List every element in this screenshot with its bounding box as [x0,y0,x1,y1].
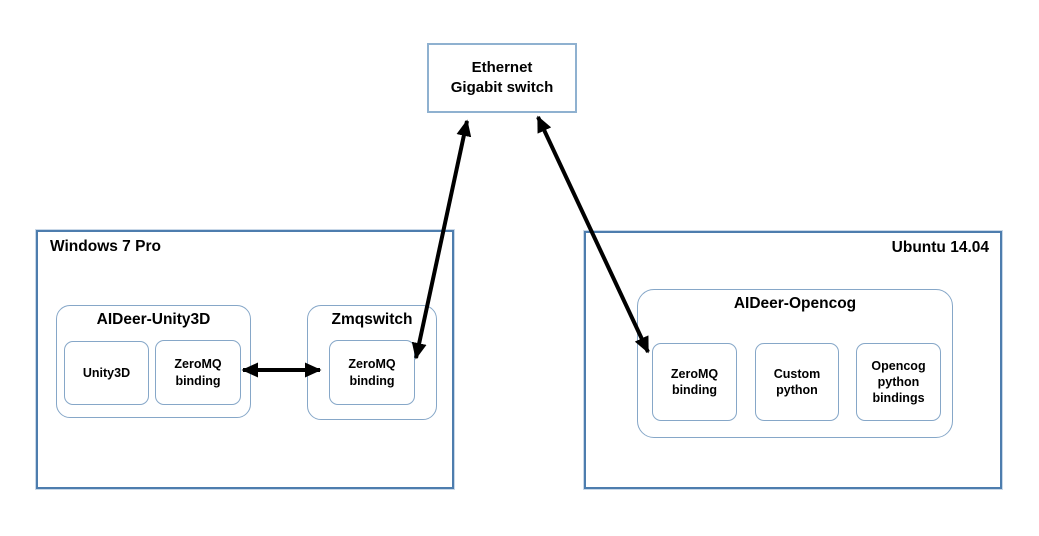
switch-label-line1: Ethernet [471,58,533,76]
custom-python-box: Custom python [755,343,839,421]
unity3d-box: Unity3D [64,341,149,405]
aideer-opencog-group: AIDeer-Opencog ZeroMQ binding Custom pyt… [637,289,953,438]
opencog-zeromq-binding-box: ZeroMQ binding [652,343,737,421]
opencog-python-bindings-label: Opencog python bindings [871,358,926,406]
switch-label-line2: Gigabit switch [450,79,554,96]
aideer-unity3d-group: AIDeer-Unity3D Unity3D ZeroMQ binding [56,305,251,418]
aideer-unity3d-title: AIDeer-Unity3D [96,311,211,328]
ubuntu-machine-label: Ubuntu 14.04 [891,239,989,256]
zmqswitch-zeromq-binding-label: ZeroMQ binding [348,357,396,388]
opencog-python-bindings-box: Opencog python bindings [856,343,941,421]
ubuntu-machine-box: Ubuntu 14.04 AIDeer-Opencog ZeroMQ bindi… [584,231,1002,489]
zmqswitch-title: Zmqswitch [331,311,413,328]
windows-machine-label: Windows 7 Pro [50,238,161,255]
opencog-zeromq-binding-label: ZeroMQ binding [670,366,719,397]
zmqswitch-zeromq-binding-box: ZeroMQ binding [329,340,415,405]
custom-python-label: Custom python [773,366,821,397]
windows-machine-box: Windows 7 Pro AIDeer-Unity3D Unity3D Zer… [36,230,454,489]
aideer-opencog-title: AIDeer-Opencog [733,295,857,312]
ethernet-gigabit-switch-box: Ethernet Gigabit switch [427,43,577,113]
zmqswitch-group: Zmqswitch ZeroMQ binding [307,305,437,420]
unity3d-label: Unity3D [82,365,131,380]
unity3d-zeromq-binding-label: ZeroMQ binding [174,357,222,388]
unity3d-zeromq-binding-box: ZeroMQ binding [155,340,241,405]
